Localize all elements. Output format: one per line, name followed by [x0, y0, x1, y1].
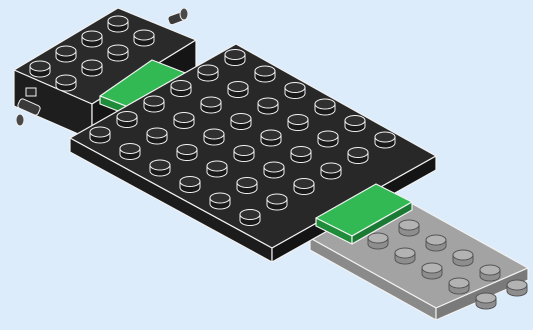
plate-stud: [144, 96, 164, 112]
plate-stud: [204, 129, 224, 145]
plate-stud: [375, 132, 395, 148]
plate-stud: [228, 82, 248, 98]
gray-stud: [395, 248, 415, 264]
plate-stud: [171, 81, 191, 97]
plate-stud: [117, 112, 137, 128]
gray-stud: [480, 265, 500, 281]
gray-stud: [507, 280, 527, 296]
plate-stud: [258, 98, 278, 114]
plate-stud: [315, 99, 335, 115]
brick-stud: [108, 16, 128, 32]
plate-stud: [285, 83, 305, 99]
plate-stud: [255, 66, 275, 82]
plate-stud: [177, 145, 197, 161]
plate-stud: [264, 162, 284, 178]
plate-stud: [261, 130, 281, 146]
plate-stud: [318, 131, 338, 147]
plate-stud: [90, 127, 110, 143]
plate-stud: [321, 163, 341, 179]
plate-stud: [180, 177, 200, 193]
gray-stud: [453, 250, 473, 266]
brick-stud: [108, 45, 128, 61]
gray-stud: [476, 293, 496, 309]
plate-stud: [174, 113, 194, 129]
plate-stud: [288, 115, 308, 131]
plate-stud: [237, 178, 257, 194]
plate-stud: [348, 148, 368, 164]
brick-stud: [56, 75, 76, 91]
plate-stud: [267, 194, 287, 210]
plate-stud: [150, 160, 170, 176]
plate-stud: [120, 144, 140, 160]
gray-stud: [449, 278, 469, 294]
gray-stud: [399, 220, 419, 236]
plate-stud: [231, 114, 251, 130]
plate-stud: [234, 146, 254, 162]
brick-stud: [30, 61, 50, 77]
plate-stud: [198, 65, 218, 81]
plate-stud: [225, 50, 245, 66]
brick-stud: [82, 60, 102, 76]
gray-stud: [426, 235, 446, 251]
gray-stud: [368, 233, 388, 249]
plate-stud: [147, 128, 167, 144]
plate-stud: [207, 161, 227, 177]
gray-stud: [422, 263, 442, 279]
brick-stud: [134, 30, 154, 46]
plate-stud: [240, 210, 260, 226]
plate-stud: [201, 97, 221, 113]
brick-stud: [82, 31, 102, 47]
plate-stud: [294, 179, 314, 195]
plate-stud: [291, 147, 311, 163]
plate-stud: [345, 116, 365, 132]
plate-stud: [210, 193, 230, 209]
brick-stud: [56, 46, 76, 62]
